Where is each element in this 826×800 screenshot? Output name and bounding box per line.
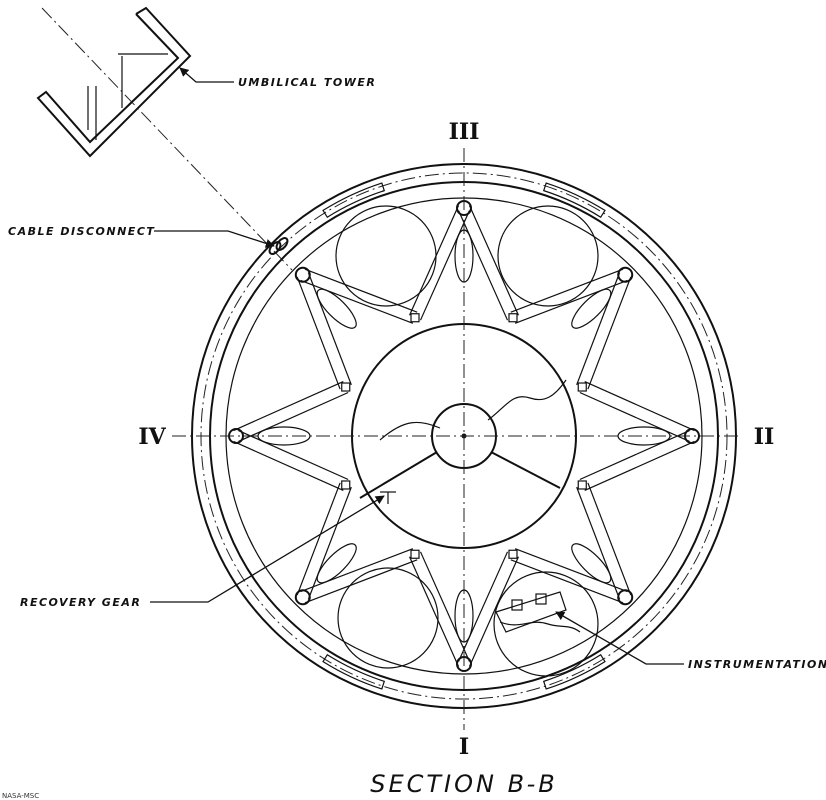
valley-fitting — [577, 382, 587, 392]
umbilical-centerline — [41, 7, 293, 271]
strut-beam — [579, 391, 690, 443]
strut-beam — [584, 440, 695, 492]
strut-beam — [233, 380, 344, 432]
ring-slot — [322, 182, 386, 219]
axis-label-left: IV — [138, 424, 166, 450]
strut-beam — [510, 268, 624, 313]
axis-label-bottom: I — [459, 734, 469, 760]
instrumentation-package — [495, 591, 581, 633]
valley-fitting — [508, 313, 518, 323]
strut-beam — [468, 205, 520, 316]
leader-lines — [150, 67, 684, 665]
strut-beam — [510, 559, 624, 604]
strut-beam — [304, 268, 418, 313]
centerlines — [172, 148, 742, 730]
strut-beam — [419, 551, 471, 662]
document-id: NASA-MSC — [2, 792, 39, 800]
hinge-fitting — [617, 589, 634, 606]
strut-beam — [296, 276, 341, 390]
section-caption: SECTION B-B — [370, 770, 558, 798]
strut-beam — [457, 210, 509, 321]
ring-slot — [322, 653, 386, 690]
strut-beam — [300, 548, 414, 593]
strut-beam — [514, 548, 628, 593]
ring-slots — [322, 182, 606, 690]
strut-beam — [579, 429, 690, 481]
valley-fitting — [410, 313, 420, 323]
strut-beam — [514, 279, 628, 324]
label-cable-disconnect: CABLE DISCONNECT — [8, 225, 155, 238]
strut-beam — [238, 429, 349, 481]
valley-fitting — [341, 382, 351, 392]
strut-beam — [576, 486, 621, 600]
strut-beam — [587, 276, 632, 390]
hinge-fitting — [294, 266, 311, 283]
strut-beam — [419, 210, 471, 321]
hinge-fitting — [617, 266, 634, 283]
valley-fitting — [410, 549, 420, 559]
actuator-capsule — [571, 543, 612, 584]
ring-slot — [542, 653, 606, 690]
valley-fitting — [577, 480, 587, 490]
valley-fitting — [508, 549, 518, 559]
label-umbilical-tower: UMBILICAL TOWER — [238, 76, 376, 89]
strut-beam — [584, 380, 695, 432]
strut-frame — [228, 200, 700, 672]
ring-slot — [542, 182, 606, 219]
tanks — [335, 205, 599, 677]
strut-beam — [576, 272, 621, 386]
cable-disconnect-fitting — [268, 237, 289, 255]
actuator-capsule — [316, 543, 357, 584]
hinge-fitting — [294, 589, 311, 606]
strut-beam — [468, 556, 520, 667]
umbilical-tower-structure — [36, 6, 192, 158]
actuator-capsule — [571, 288, 612, 329]
valley-fitting — [341, 480, 351, 490]
strut-beam — [300, 279, 414, 324]
strut-beam — [304, 559, 418, 604]
strut-beam — [457, 551, 509, 662]
actuator-capsule — [316, 288, 357, 329]
label-instrumentation: INSTRUMENTATION — [688, 658, 826, 671]
strut-beam — [307, 272, 352, 386]
axis-label-right: II — [754, 424, 775, 450]
axis-label-top: III — [449, 119, 480, 145]
strut-beam — [307, 486, 352, 600]
strut-beam — [238, 391, 349, 443]
strut-beam — [408, 556, 460, 667]
strut-beam — [233, 440, 344, 492]
strut-beam — [296, 482, 341, 596]
label-recovery-gear: RECOVERY GEAR — [20, 596, 141, 609]
strut-beam — [587, 482, 632, 596]
strut-beam — [408, 205, 460, 316]
